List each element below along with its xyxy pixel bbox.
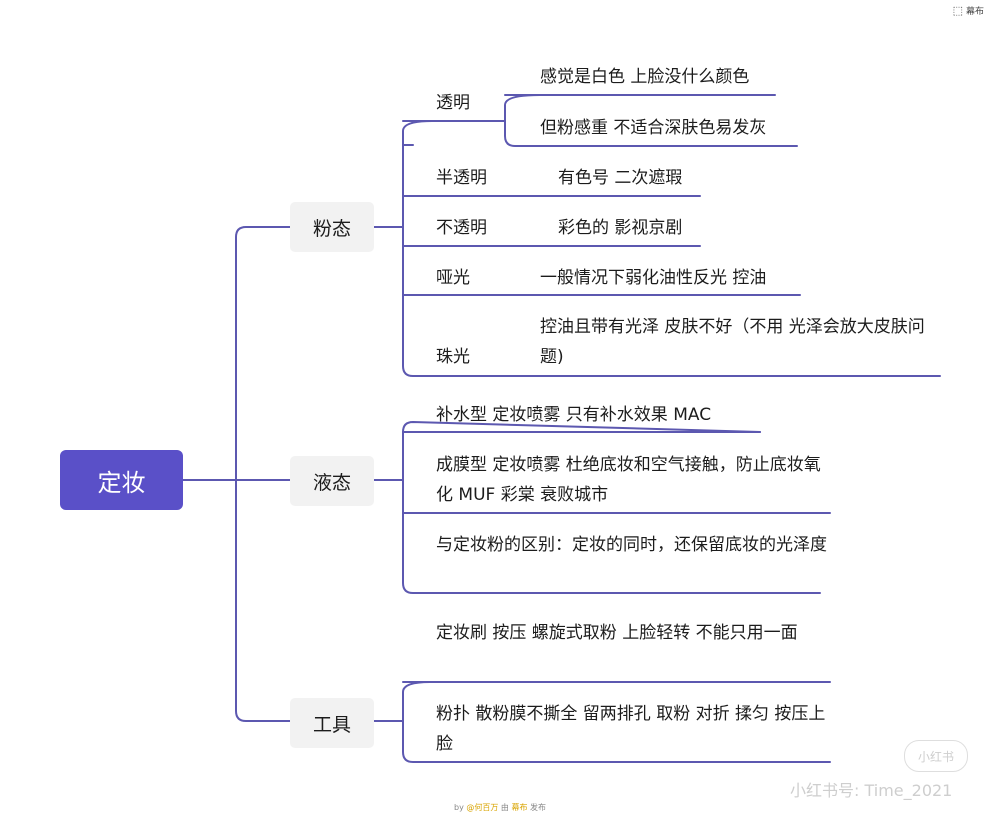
brand-label: 幕布 bbox=[965, 7, 984, 17]
semi-transparent-detail[interactable]: 有色号 二次遮瑕 bbox=[558, 168, 683, 188]
connector-line bbox=[504, 94, 798, 147]
pearl-detail[interactable]: 控油且带有光泽 皮肤不好（不用 光泽会放大皮肤问题) bbox=[540, 317, 925, 367]
transparent-detail-2[interactable]: 但粉感重 不适合深肤色易发灰 bbox=[540, 118, 767, 138]
footer-service[interactable]: 幕布 bbox=[511, 803, 528, 812]
liquid-hydrating[interactable]: 补水型 定妆喷雾 只有补水效果 MAC bbox=[436, 405, 712, 425]
connector-line bbox=[235, 226, 291, 722]
powder-transparent[interactable]: 透明 bbox=[436, 93, 470, 113]
powder-opaque[interactable]: 不透明 bbox=[436, 218, 487, 238]
opaque-detail[interactable]: 彩色的 影视京剧 bbox=[558, 218, 683, 238]
watermark-badge: 小红书 bbox=[904, 740, 968, 772]
tool-puff[interactable]: 粉扑 散粉膜不撕全 留两排孔 取粉 对折 揉匀 按压上脸 bbox=[436, 704, 826, 754]
watermark-text: 小红书号: Time_2021 bbox=[790, 781, 953, 800]
powder-pearl[interactable]: 珠光 bbox=[436, 347, 470, 367]
powder-matte[interactable]: 哑光 bbox=[436, 268, 470, 288]
matte-detail[interactable]: 一般情况下弱化油性反光 控油 bbox=[540, 268, 767, 288]
powder-semi-transparent[interactable]: 半透明 bbox=[436, 168, 487, 188]
branch-liquid[interactable]: 液态 bbox=[290, 456, 374, 506]
root-node[interactable]: 定妆 bbox=[60, 450, 183, 510]
transparent-detail-1[interactable]: 感觉是白色 上脸没什么颜色 bbox=[540, 67, 750, 87]
brand: ⬚ 幕布 bbox=[953, 4, 984, 17]
branch-tools[interactable]: 工具 bbox=[290, 698, 374, 748]
mubu-logo-icon: ⬚ bbox=[952, 4, 963, 17]
liquid-film-forming[interactable]: 成膜型 定妆喷雾 杜绝底妆和空气接触，防止底妆氧化 MUF 彩棠 衰败城市 bbox=[436, 455, 821, 505]
tool-brush[interactable]: 定妆刷 按压 螺旋式取粉 上脸轻转 不能只用一面 bbox=[436, 623, 798, 643]
connector-line bbox=[402, 681, 831, 763]
footer: by @何百万 由 幕布 发布 bbox=[454, 803, 546, 812]
liquid-difference[interactable]: 与定妆粉的区别：定妆的同时，还保留底妆的光泽度 bbox=[436, 535, 827, 555]
branch-powder[interactable]: 粉态 bbox=[290, 202, 374, 252]
connector-line bbox=[402, 120, 941, 377]
footer-author[interactable]: @何百万 bbox=[466, 803, 499, 812]
connector-line bbox=[402, 431, 821, 594]
connector-line bbox=[402, 420, 761, 433]
